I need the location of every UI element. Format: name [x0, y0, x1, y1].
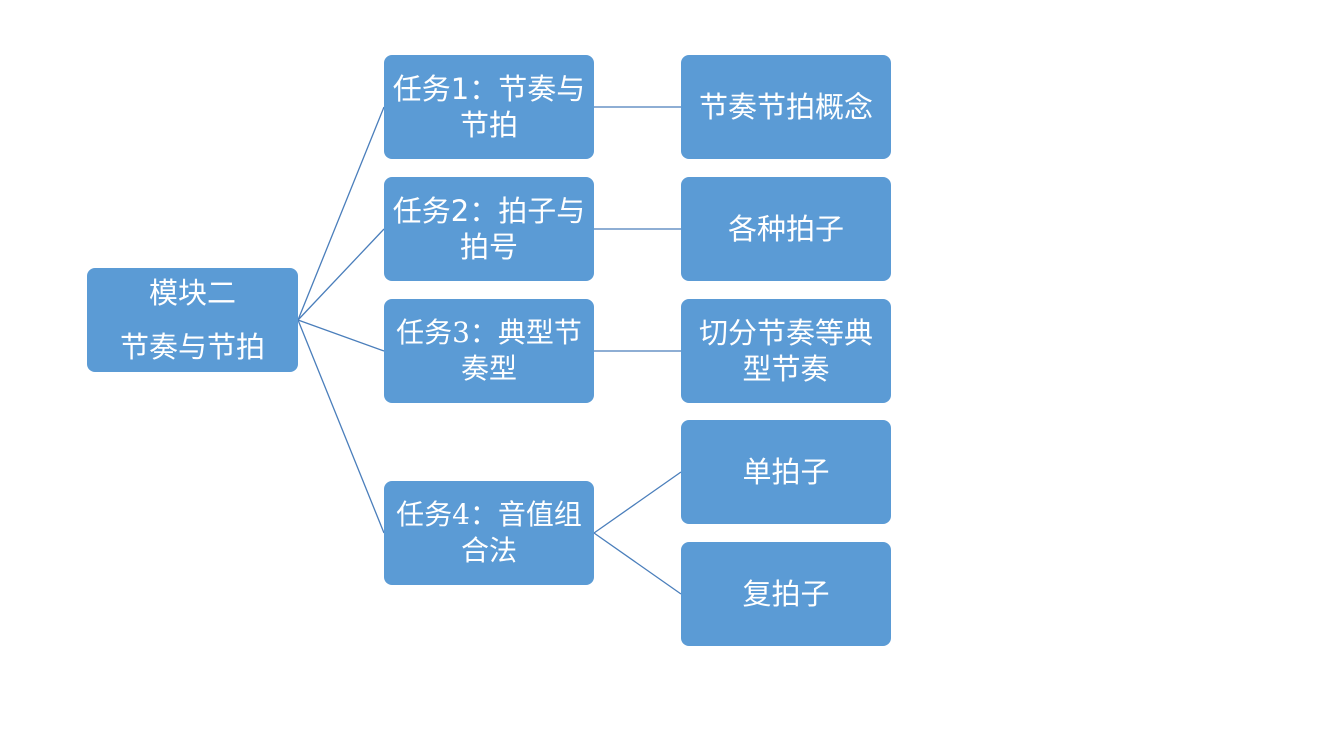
connector-task4-leaf-b	[593, 532, 682, 595]
leaf-node-4a: 单拍子	[681, 420, 891, 524]
task-2-label-line-2: 拍号	[459, 230, 518, 264]
leaf-1-label: 节奏节拍概念	[698, 90, 873, 124]
leaf-4b-label: 复拍子	[742, 577, 830, 611]
leaf-2-label: 各种拍子	[727, 212, 844, 246]
task-node-4: 任务4：音值组 合法	[384, 481, 594, 585]
connector-root-task2	[297, 228, 385, 321]
connector-root-task3	[297, 319, 385, 352]
task-2-label-line-1: 任务2：拍子与	[392, 194, 586, 228]
leaf-node-2: 各种拍子	[681, 177, 891, 281]
connector-root-task4	[297, 319, 385, 534]
task-4-label-line-2: 合法	[460, 534, 517, 567]
task-3-label-line-2: 奏型	[460, 352, 517, 385]
root-subtitle: 节奏与节拍	[119, 330, 265, 364]
task-node-1: 任务1：节奏与 节拍	[384, 55, 594, 159]
leaf-node-1: 节奏节拍概念	[681, 55, 891, 159]
task-4-label-line-1: 任务4：音值组	[396, 498, 582, 531]
connector-task4-leaf-a	[593, 471, 682, 534]
task-node-2: 任务2：拍子与 拍号	[384, 177, 594, 281]
task-1-label-line-2: 节拍	[459, 108, 518, 142]
root-node: 模块二 节奏与节拍	[87, 268, 298, 372]
task-3-label-line-1: 任务3：典型节	[396, 316, 582, 349]
root-title: 模块二	[148, 276, 236, 310]
leaf-node-3: 切分节奏等典 型节奏	[681, 299, 891, 403]
task-node-3: 任务3：典型节 奏型	[384, 299, 594, 403]
leaf-3-label-line-1: 切分节奏等典	[698, 316, 873, 350]
leaf-3-label-line-2: 型节奏	[742, 352, 830, 386]
task-1-label-line-1: 任务1：节奏与	[392, 72, 586, 106]
connector-root-task1	[297, 106, 385, 321]
leaf-node-4b: 复拍子	[681, 542, 891, 646]
leaf-4a-label: 单拍子	[742, 455, 830, 489]
